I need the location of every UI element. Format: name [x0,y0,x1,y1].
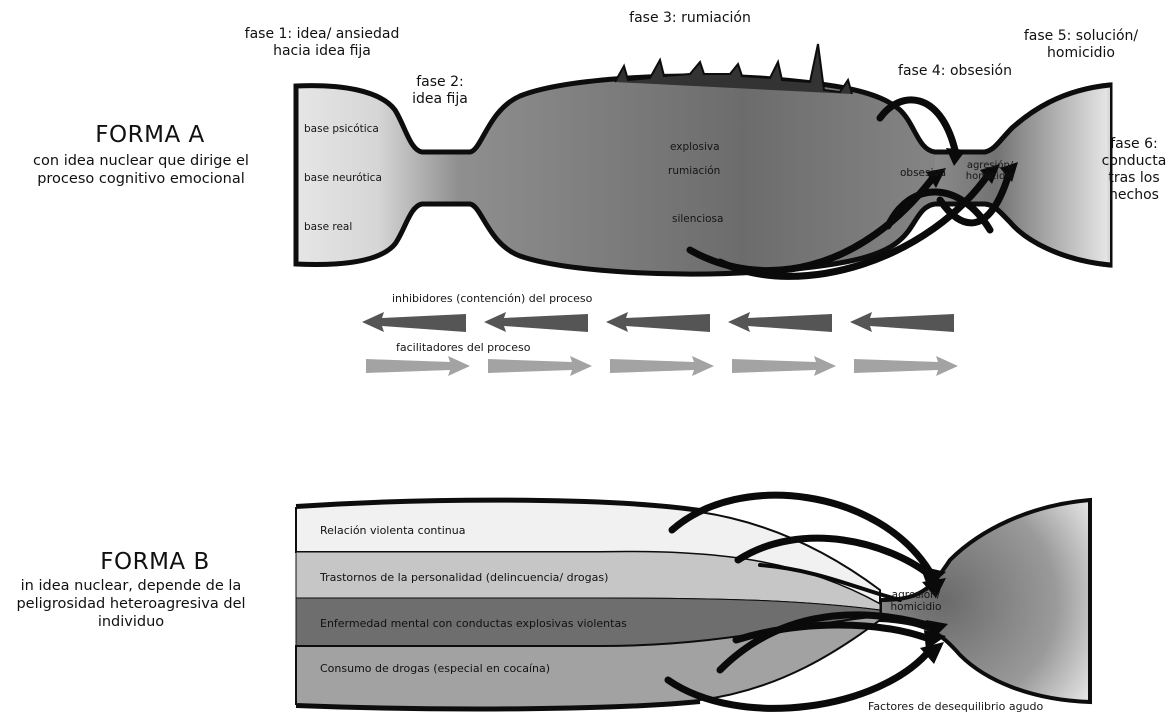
phase-6-line2: conducta [1100,153,1168,170]
phase-6-line4: hechos [1100,187,1168,204]
facilitator-arrow [488,356,592,376]
inhibitor-arrows [362,312,954,332]
forma-b-subtitle-line2: peligrosidad heteroagresiva del [0,595,262,613]
inhibitor-arrow [728,312,832,332]
band-1-label: Relación violenta continua [320,524,465,537]
forma-b-subtitle-line3: individuo [0,613,262,631]
facilitators-label: facilitadores del proceso [396,341,530,354]
inhibitor-arrow [606,312,710,332]
base-neurotica-label: base neurótica [304,172,382,184]
phase-5-line1: fase 5: solución/ [1006,28,1156,45]
facilitator-arrow [366,356,470,376]
band-3-label: Enfermedad mental con conductas explosiv… [320,617,627,630]
inhibitor-arrow [484,312,588,332]
forma-b-subtitle: in idea nuclear, depende de la peligrosi… [0,577,262,631]
forma-b-outcome-label: agresión/ homicidio [878,589,954,613]
forma-b-subtitle-line1: in idea nuclear, depende de la [0,577,262,595]
forma-a-subtitle: con idea nuclear que dirige el proceso c… [0,152,282,188]
forma-a-title: FORMA A [40,122,260,148]
base-real-label: base real [304,221,352,233]
phase-1-label: fase 1: idea/ ansiedad hacia idea fija [222,26,422,60]
facilitator-arrow [854,356,958,376]
phase-1-line2: hacia idea fija [222,43,422,60]
type-explosiva-label: explosiva [670,141,720,153]
inhibitor-arrow [362,312,466,332]
phase-6-label: fase 6: conducta tras los hechos [1100,136,1168,204]
type-silenciosa-label: silenciosa [672,213,723,225]
forma-b-outcome-line2: homicidio [878,601,954,613]
facilitator-arrow [610,356,714,376]
phase-5-line2: homicidio [1006,45,1156,62]
forma-a-outcome-label: agresión/ homicidio [958,160,1022,182]
inhibitor-arrow [850,312,954,332]
band-2-label: Trastornos de la personalidad (delincuen… [320,571,608,584]
phase-2-label: fase 2: idea fija [398,74,482,108]
phase-1-line1: fase 1: idea/ ansiedad [222,26,422,43]
phase-6-line3: tras los [1100,170,1168,187]
forma-a-subtitle-line2: proceso cognitivo emocional [0,170,282,188]
phase-2-line1: fase 2: [398,74,482,91]
type-rumiacion-label: rumiación [668,165,720,177]
forma-b-outcome-line1: agresión/ [878,589,954,601]
forma-b-title: FORMA B [50,549,260,575]
base-psicotica-label: base psicótica [304,123,379,135]
factors-label: Factores de desequilibrio agudo [868,700,1043,713]
forma-a-subtitle-line1: con idea nuclear que dirige el [0,152,282,170]
facilitator-arrow [732,356,836,376]
phase-6-line1: fase 6: [1100,136,1168,153]
phase-4-label: fase 4: obsesión [880,63,1030,80]
phase-3-label: fase 3: rumiación [610,10,770,27]
phase-2-line2: idea fija [398,91,482,108]
inhibitors-label: inhibidores (contención) del proceso [392,292,592,305]
obsesiva-label: obsesiva [900,167,946,179]
phase-5-label: fase 5: solución/ homicidio [1006,28,1156,62]
band-4-label: Consumo de drogas (especial en cocaína) [320,662,550,675]
forma-a-outcome-line1: agresión/ [958,160,1022,171]
facilitator-arrows [366,356,958,376]
forma-a-outcome-line2: homicidio [958,171,1022,182]
